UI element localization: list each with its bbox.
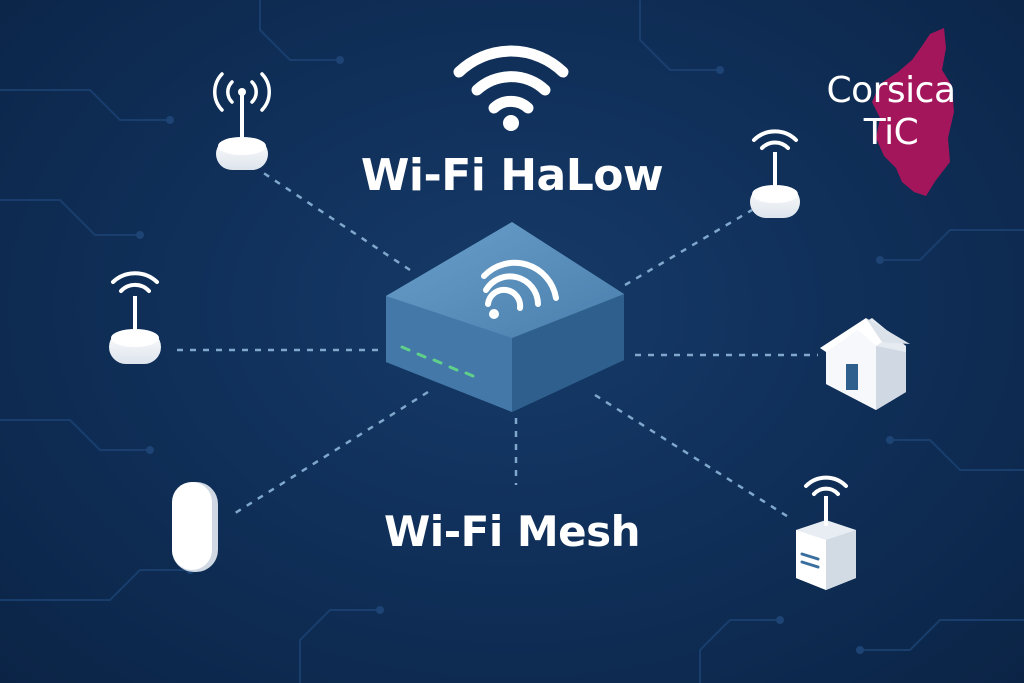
connector-bottom-right [594,393,791,520]
wifi-mesh-router-icon [386,222,624,412]
title-wifi-halow: Wi-Fi HaLow [360,150,664,201]
connector-top-right [624,208,753,287]
sensor-device-icon [172,482,218,572]
logo-line-2: TiC [863,112,919,153]
connector-bottom-left [231,390,429,517]
house-icon [820,318,910,410]
access-point-icon [750,129,800,218]
title-wifi-mesh: Wi-Fi Mesh [383,507,641,556]
corsica-island-logo-icon [872,28,954,196]
gateway-box-icon [796,475,856,590]
corsica-tic-logo: Corsica TiC [806,70,976,154]
connector-top-left [261,170,411,272]
wifi-signal-icon [453,45,569,131]
connection-lines [172,170,818,520]
circuit-nodes [136,56,894,654]
access-point-icon [109,271,161,364]
logo-line-1: Corsica [826,70,956,111]
access-point-icon [213,72,271,170]
